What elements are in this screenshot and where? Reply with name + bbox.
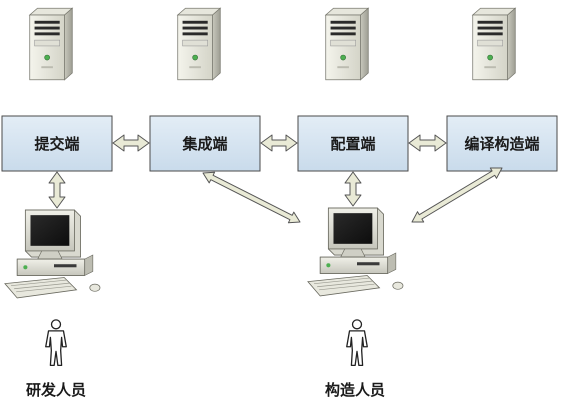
server-icon-config — [325, 7, 369, 81]
arrow-submit-developer-pc — [48, 171, 66, 209]
arrow-integration-builder — [202, 171, 301, 224]
person-icon-developer — [45, 319, 67, 367]
actor-developer-label: 研发人员 — [26, 381, 86, 399]
arrow-submit-integration — [112, 134, 150, 152]
node-config-label: 配置端 — [330, 135, 375, 153]
node-submit: 提交端 — [1, 115, 113, 172]
node-integration: 集成端 — [149, 115, 261, 172]
node-submit-label: 提交端 — [34, 135, 79, 153]
node-build-label: 编译构造端 — [464, 135, 539, 153]
actor-builder-label: 构造人员 — [325, 381, 385, 399]
node-build: 编译构造端 — [446, 115, 558, 172]
arrow-config-build — [408, 134, 447, 152]
arrow-build-builder — [411, 167, 503, 223]
arrow-config-builder-pc — [344, 171, 362, 207]
server-icon-submit — [29, 7, 73, 81]
server-icon-integration — [177, 7, 221, 81]
connector-arrows — [48, 134, 503, 224]
server-icon-build — [472, 7, 516, 81]
node-integration-label: 集成端 — [181, 135, 227, 153]
desktop-computer-icon-developer — [4, 209, 101, 299]
desktop-computer-icon-builder — [307, 207, 404, 297]
person-icon-builder — [346, 319, 368, 367]
arrow-integration-config — [260, 134, 298, 152]
node-config: 配置端 — [297, 115, 409, 172]
